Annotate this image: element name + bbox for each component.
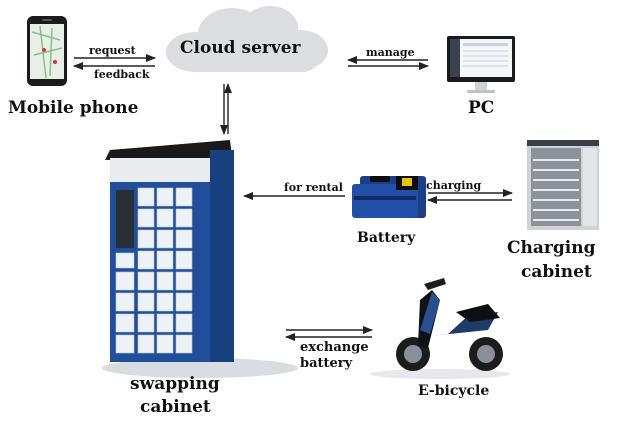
charging-cabinet-label-line2: cabinet [521,262,592,282]
pc-label: PC [468,98,495,118]
e-bicycle-label: E-bicycle [418,383,490,399]
pc-monitor-icon [447,36,515,93]
exchange-arrow-label: exchange [300,340,369,355]
swapping-cabinet-icon [102,140,298,378]
for-rental-arrow-label: for rental [284,181,343,194]
charging-cabinet-label-line1: Charging [507,238,596,258]
battery-icon [352,176,426,218]
e-bicycle-icon [370,278,510,379]
feedback-arrow-label: feedback [94,68,150,81]
charging-arrow-label: charging [426,179,482,192]
cloud-icon [166,6,328,72]
exchange-battery-arrow-label: battery [300,356,353,371]
mobile-phone-label: Mobile phone [8,98,139,118]
swapping-cabinet-label-line2: cabinet [140,397,211,417]
charging-cabinet-icon [527,140,599,230]
battery-label: Battery [357,230,416,246]
manage-arrow-label: manage [366,46,415,59]
swapping-cabinet-label-line1: swapping [130,374,220,394]
arrows [73,54,513,341]
request-arrow-label: request [89,44,136,57]
cloud-server-label: Cloud server [180,38,301,58]
mobile-phone-icon [27,16,67,86]
